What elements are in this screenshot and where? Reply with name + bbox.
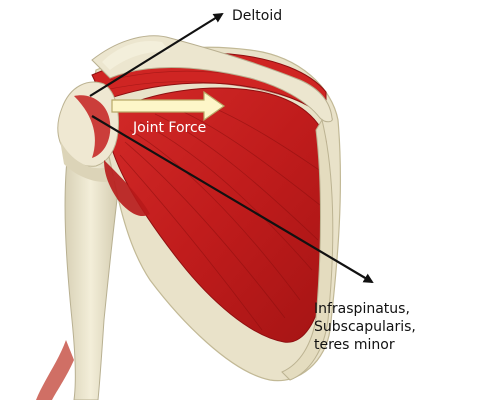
joint-force-label: Joint Force: [133, 119, 206, 137]
deltoid-label: Deltoid: [232, 7, 282, 25]
rotator-cuff-label-line-3: teres minor: [314, 336, 416, 354]
forearm-muscle: [36, 340, 74, 400]
rotator-cuff-label-line-2: Subscapularis,: [314, 318, 416, 336]
rotator-cuff-label-line-1: Infraspinatus,: [314, 300, 416, 318]
rotator-cuff-label: Infraspinatus, Subscapularis, teres mino…: [314, 300, 416, 354]
